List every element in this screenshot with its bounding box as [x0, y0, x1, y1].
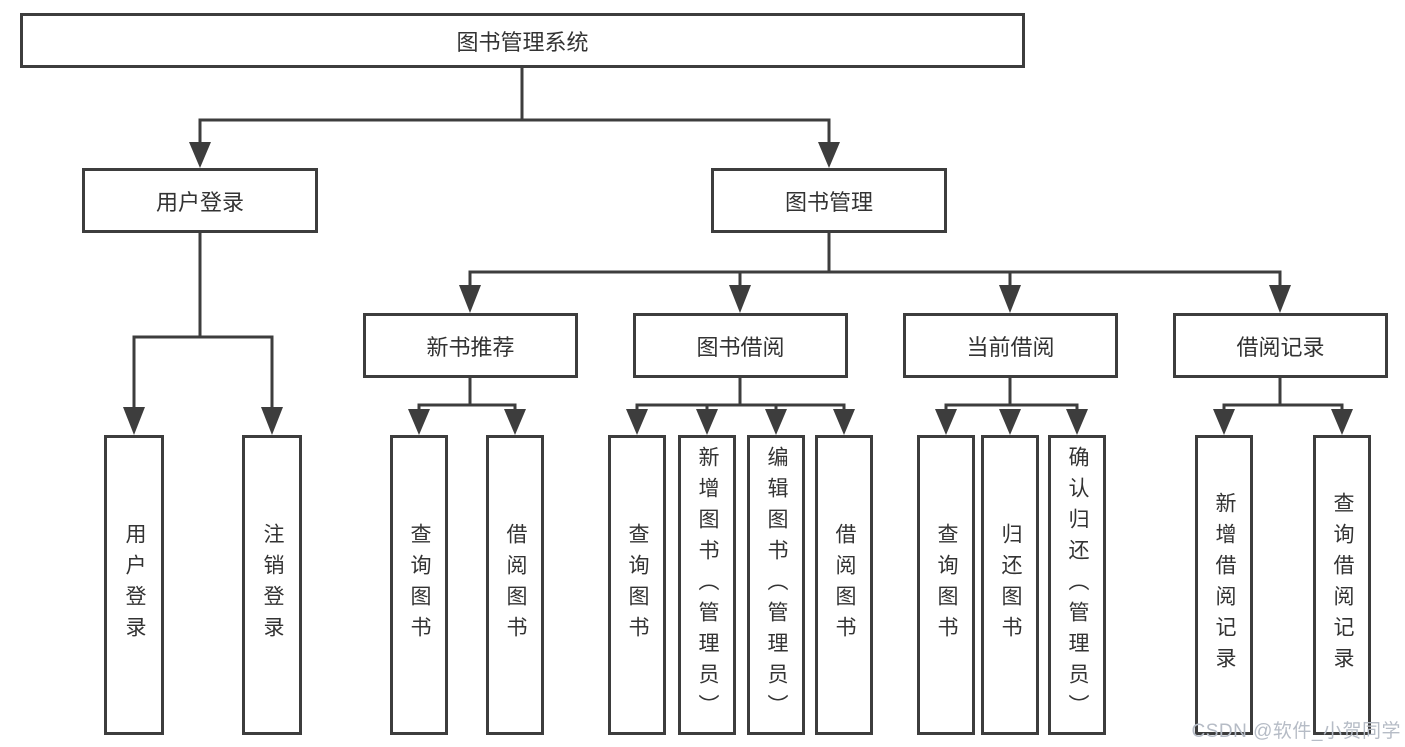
arrow-down-icon	[935, 409, 957, 435]
leaf-user-login: 用户登录	[104, 435, 164, 735]
node-current-borrow: 当前借阅	[903, 313, 1118, 378]
connector-newbook-to-leaves	[408, 378, 526, 435]
arrow-down-icon	[408, 409, 430, 435]
connector-line	[132, 335, 274, 410]
node-label: 查询图书	[408, 523, 431, 647]
leaf-borrow-books: 借阅图书	[815, 435, 873, 735]
node-label: 当前借阅	[966, 334, 1055, 360]
node-borrow-records: 借阅记录	[1173, 313, 1388, 378]
leaf-add-books-admin: 新增图书（管理员）	[678, 435, 736, 735]
node-label: 借阅记录	[1236, 334, 1325, 360]
node-label: 确认归还（管理员）	[1066, 445, 1089, 725]
connector-borrow-to-leaves	[626, 378, 855, 435]
node-library-system: 图书管理系统	[20, 13, 1025, 68]
arrow-down-icon	[696, 409, 718, 435]
leaf-logout: 注销登录	[242, 435, 302, 735]
connector-line	[1222, 403, 1344, 412]
node-label: 新书推荐	[426, 334, 515, 360]
node-label: 查询图书	[626, 523, 649, 647]
connector-line	[635, 403, 846, 412]
arrow-down-icon	[1331, 409, 1353, 435]
node-label: 图书管理	[784, 189, 873, 215]
leaf-return-books: 归还图书	[981, 435, 1039, 735]
node-label: 归还图书	[999, 523, 1022, 647]
arrow-down-icon	[261, 407, 283, 435]
arrow-down-icon	[765, 409, 787, 435]
arrow-down-icon	[626, 409, 648, 435]
arrow-down-icon	[833, 409, 855, 435]
node-label: 用户登录	[155, 189, 244, 215]
arrow-down-icon	[1213, 409, 1235, 435]
node-label: 借阅图书	[504, 523, 527, 647]
leaf-add-borrow-record: 新增借阅记录	[1195, 435, 1253, 735]
leaf-borrow-books: 借阅图书	[486, 435, 544, 735]
arrow-down-icon	[729, 285, 751, 313]
node-label: 图书借阅	[696, 334, 785, 360]
connector-current-to-leaves	[935, 378, 1088, 435]
csdn-watermark: CSDN @软件_小贺同学	[1191, 721, 1401, 742]
leaf-confirm-return-admin: 确认归还（管理员）	[1048, 435, 1106, 735]
leaf-query-borrow-record: 查询借阅记录	[1313, 435, 1371, 735]
node-label: 借阅图书	[833, 523, 856, 647]
node-label: 查询图书	[935, 523, 958, 647]
connector-records-to-leaves	[1213, 378, 1353, 435]
node-new-book-recommend: 新书推荐	[363, 313, 578, 378]
node-label: 图书管理系统	[456, 29, 589, 55]
node-user-login: 用户登录	[82, 168, 318, 233]
leaf-query-books: 查询图书	[917, 435, 975, 735]
arrow-down-icon	[504, 409, 526, 435]
connector-line	[198, 118, 831, 146]
arrow-down-icon	[1066, 409, 1088, 435]
arrow-down-icon	[123, 407, 145, 435]
arrow-down-icon	[818, 142, 840, 168]
arrow-down-icon	[459, 285, 481, 313]
connector-line	[468, 270, 1282, 288]
arrow-down-icon	[999, 285, 1021, 313]
arrow-down-icon	[189, 142, 211, 168]
arrow-down-icon	[1269, 285, 1291, 313]
leaf-edit-books-admin: 编辑图书（管理员）	[747, 435, 805, 735]
node-book-management: 图书管理	[711, 168, 947, 233]
node-label: 编辑图书（管理员）	[765, 445, 788, 725]
node-label: 查询借阅记录	[1331, 492, 1354, 678]
node-label: 用户登录	[123, 523, 146, 647]
connector-line	[944, 403, 1079, 412]
connector-line	[417, 403, 517, 412]
connector-bookmgmt-to-level3	[459, 233, 1291, 313]
arrow-down-icon	[999, 409, 1021, 435]
node-label: 新增图书（管理员）	[696, 445, 719, 725]
leaf-query-books: 查询图书	[608, 435, 666, 735]
leaf-query-books: 查询图书	[390, 435, 448, 735]
node-book-borrow: 图书借阅	[633, 313, 848, 378]
node-label: 注销登录	[261, 523, 284, 647]
connector-userlogin-to-leaves	[123, 233, 283, 435]
node-label: 新增借阅记录	[1213, 492, 1236, 678]
connector-root-to-level2	[189, 68, 840, 168]
